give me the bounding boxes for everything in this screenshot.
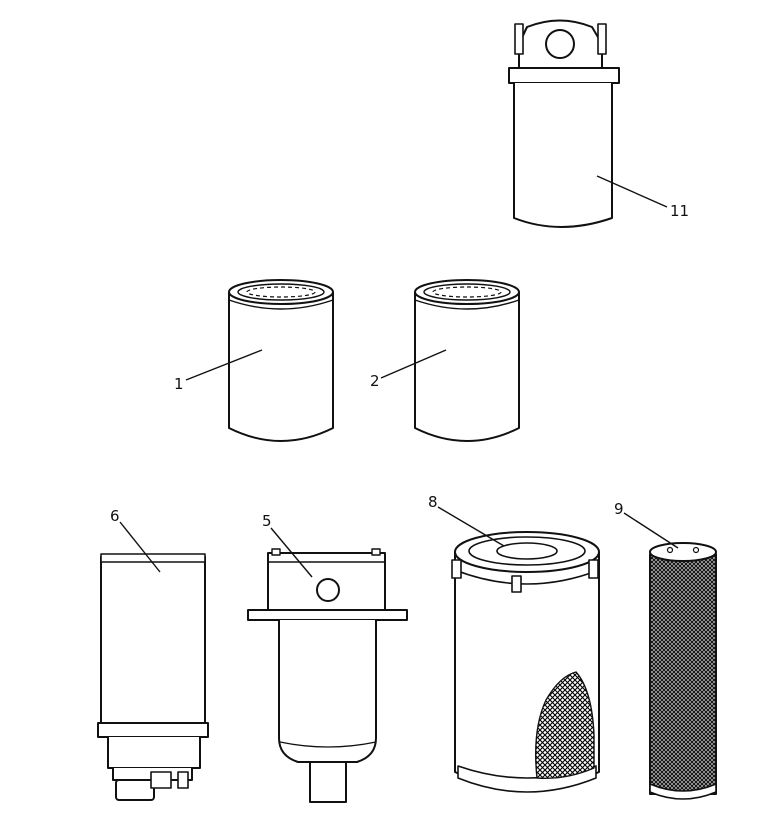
filter-8 — [451, 531, 600, 793]
leader-8 — [437, 506, 505, 547]
callout-11: 11 — [670, 202, 689, 220]
leader-5 — [270, 527, 313, 578]
filter-11 — [508, 19, 620, 228]
leader-11 — [596, 175, 668, 208]
callout-1: 1 — [174, 375, 184, 393]
filter-5 — [247, 548, 408, 803]
leader-2 — [380, 349, 447, 379]
callout-6: 6 — [110, 507, 120, 525]
leader-lines — [119, 175, 679, 578]
callout-9: 9 — [614, 500, 624, 518]
leader-1 — [185, 349, 263, 381]
filter-2 — [414, 279, 520, 442]
leader-6 — [119, 521, 161, 573]
leader-9 — [623, 512, 679, 549]
filter-9 — [649, 542, 717, 800]
filter-8-mesh — [535, 671, 595, 779]
filter-1 — [228, 279, 334, 442]
callout-5: 5 — [262, 512, 272, 530]
filter-5-port — [316, 578, 340, 602]
filter-6 — [97, 553, 209, 801]
callout-8: 8 — [428, 493, 438, 511]
filter-11-port — [545, 29, 575, 59]
callout-2: 2 — [370, 372, 380, 390]
